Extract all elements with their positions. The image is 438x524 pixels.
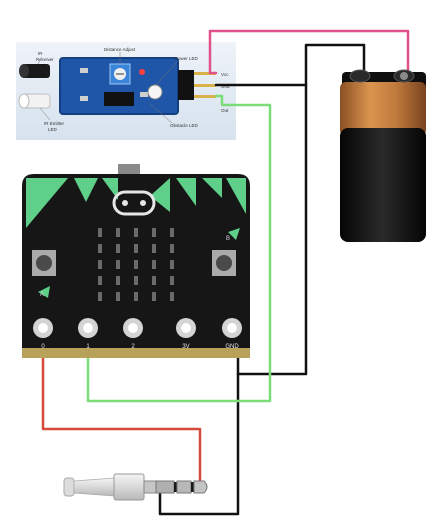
wire-audio (41, 336, 202, 482)
led-3-2 (134, 276, 138, 285)
label-power-led: Power LED (175, 56, 199, 61)
led-4-0 (98, 292, 102, 301)
led-3-0 (98, 276, 102, 285)
ir-receiver-icon (22, 64, 50, 78)
label-pin-out: Out (221, 108, 229, 113)
audio-jack-icon (63, 473, 208, 501)
label-pin-gnd: Gnd (221, 84, 230, 89)
plug-ring (176, 480, 192, 494)
button-b-label: B (226, 236, 230, 242)
led-2-2 (134, 260, 138, 269)
usb-connector (118, 164, 140, 174)
power-led-icon (147, 84, 163, 100)
microbit-board: A B 0 1 2 3V GND (22, 164, 250, 358)
pin-label-gnd: GND (225, 344, 239, 350)
wires (41, 29, 410, 516)
comparator-chip (104, 92, 134, 106)
label-pin-vcc: Vcc (221, 72, 229, 77)
battery-negative-terminal (349, 69, 371, 83)
label-ir-receiver-2: Receiver (36, 57, 54, 62)
wire-power (208, 29, 410, 75)
plug-sleeve (155, 480, 175, 494)
wire-ground-audio (158, 372, 240, 516)
pin-hole-gnd (227, 323, 237, 333)
pin-hole-0 (38, 323, 48, 333)
led-0-2 (134, 228, 138, 237)
led-0-1 (116, 228, 120, 237)
pin-label-0: 0 (41, 344, 45, 350)
led-4-4 (170, 292, 174, 301)
plug-strain-relief (73, 477, 115, 497)
led-matrix (98, 228, 174, 301)
led-4-3 (152, 292, 156, 301)
button-b[interactable] (212, 250, 236, 276)
plug-tip (193, 480, 208, 494)
label-ir-emitter-2: LED (48, 127, 58, 132)
sensor-pcb (60, 58, 178, 114)
label-ir-emitter-1: IR Emitter (44, 121, 65, 126)
ir-sensor-module: IR Receiver Distance Adjust Power LED IR… (16, 42, 236, 140)
microbit-logo-icon (112, 190, 156, 216)
led-1-0 (98, 244, 102, 253)
led-2-4 (170, 260, 174, 269)
led-3-1 (116, 276, 120, 285)
led-3-3 (152, 276, 156, 285)
pin-hole-1 (83, 323, 93, 333)
wire-ground-sensor (214, 83, 308, 376)
pin-hole-3v (181, 323, 191, 333)
led-0-4 (170, 228, 174, 237)
pin-label-1: 1 (86, 344, 90, 350)
led-3-4 (170, 276, 174, 285)
led-4-2 (134, 292, 138, 301)
led-0-0 (98, 228, 102, 237)
pin-label-2: 2 (131, 344, 135, 350)
battery-copper-cap (340, 82, 426, 136)
led-2-1 (116, 260, 120, 269)
board-accents (26, 178, 246, 298)
button-a-label: A (40, 292, 44, 298)
wire-ground-battery (304, 43, 366, 87)
pin-label-3v: 3V (182, 344, 189, 350)
cable-stub (63, 477, 75, 497)
pin-hole-2 (128, 323, 138, 333)
battery-9v-icon (340, 69, 426, 242)
led-1-3 (152, 244, 156, 253)
led-2-0 (98, 260, 102, 269)
led-2-3 (152, 260, 156, 269)
label-ir-receiver-1: IR (38, 51, 43, 56)
led-1-2 (134, 244, 138, 253)
plug-body (113, 473, 145, 501)
pin-pads: 0 1 2 3V GND (33, 318, 242, 350)
led-0-3 (152, 228, 156, 237)
wire-signal (86, 94, 272, 403)
button-a[interactable] (32, 250, 56, 276)
sensor-header (178, 70, 194, 100)
led-1-4 (170, 244, 174, 253)
edge-connector (22, 348, 250, 358)
label-obstacle-led: Obstacle LED (170, 123, 199, 128)
label-distance-adjust: Distance Adjust (104, 47, 136, 52)
led-4-1 (116, 292, 120, 301)
led-1-1 (116, 244, 120, 253)
battery-body (340, 128, 426, 242)
